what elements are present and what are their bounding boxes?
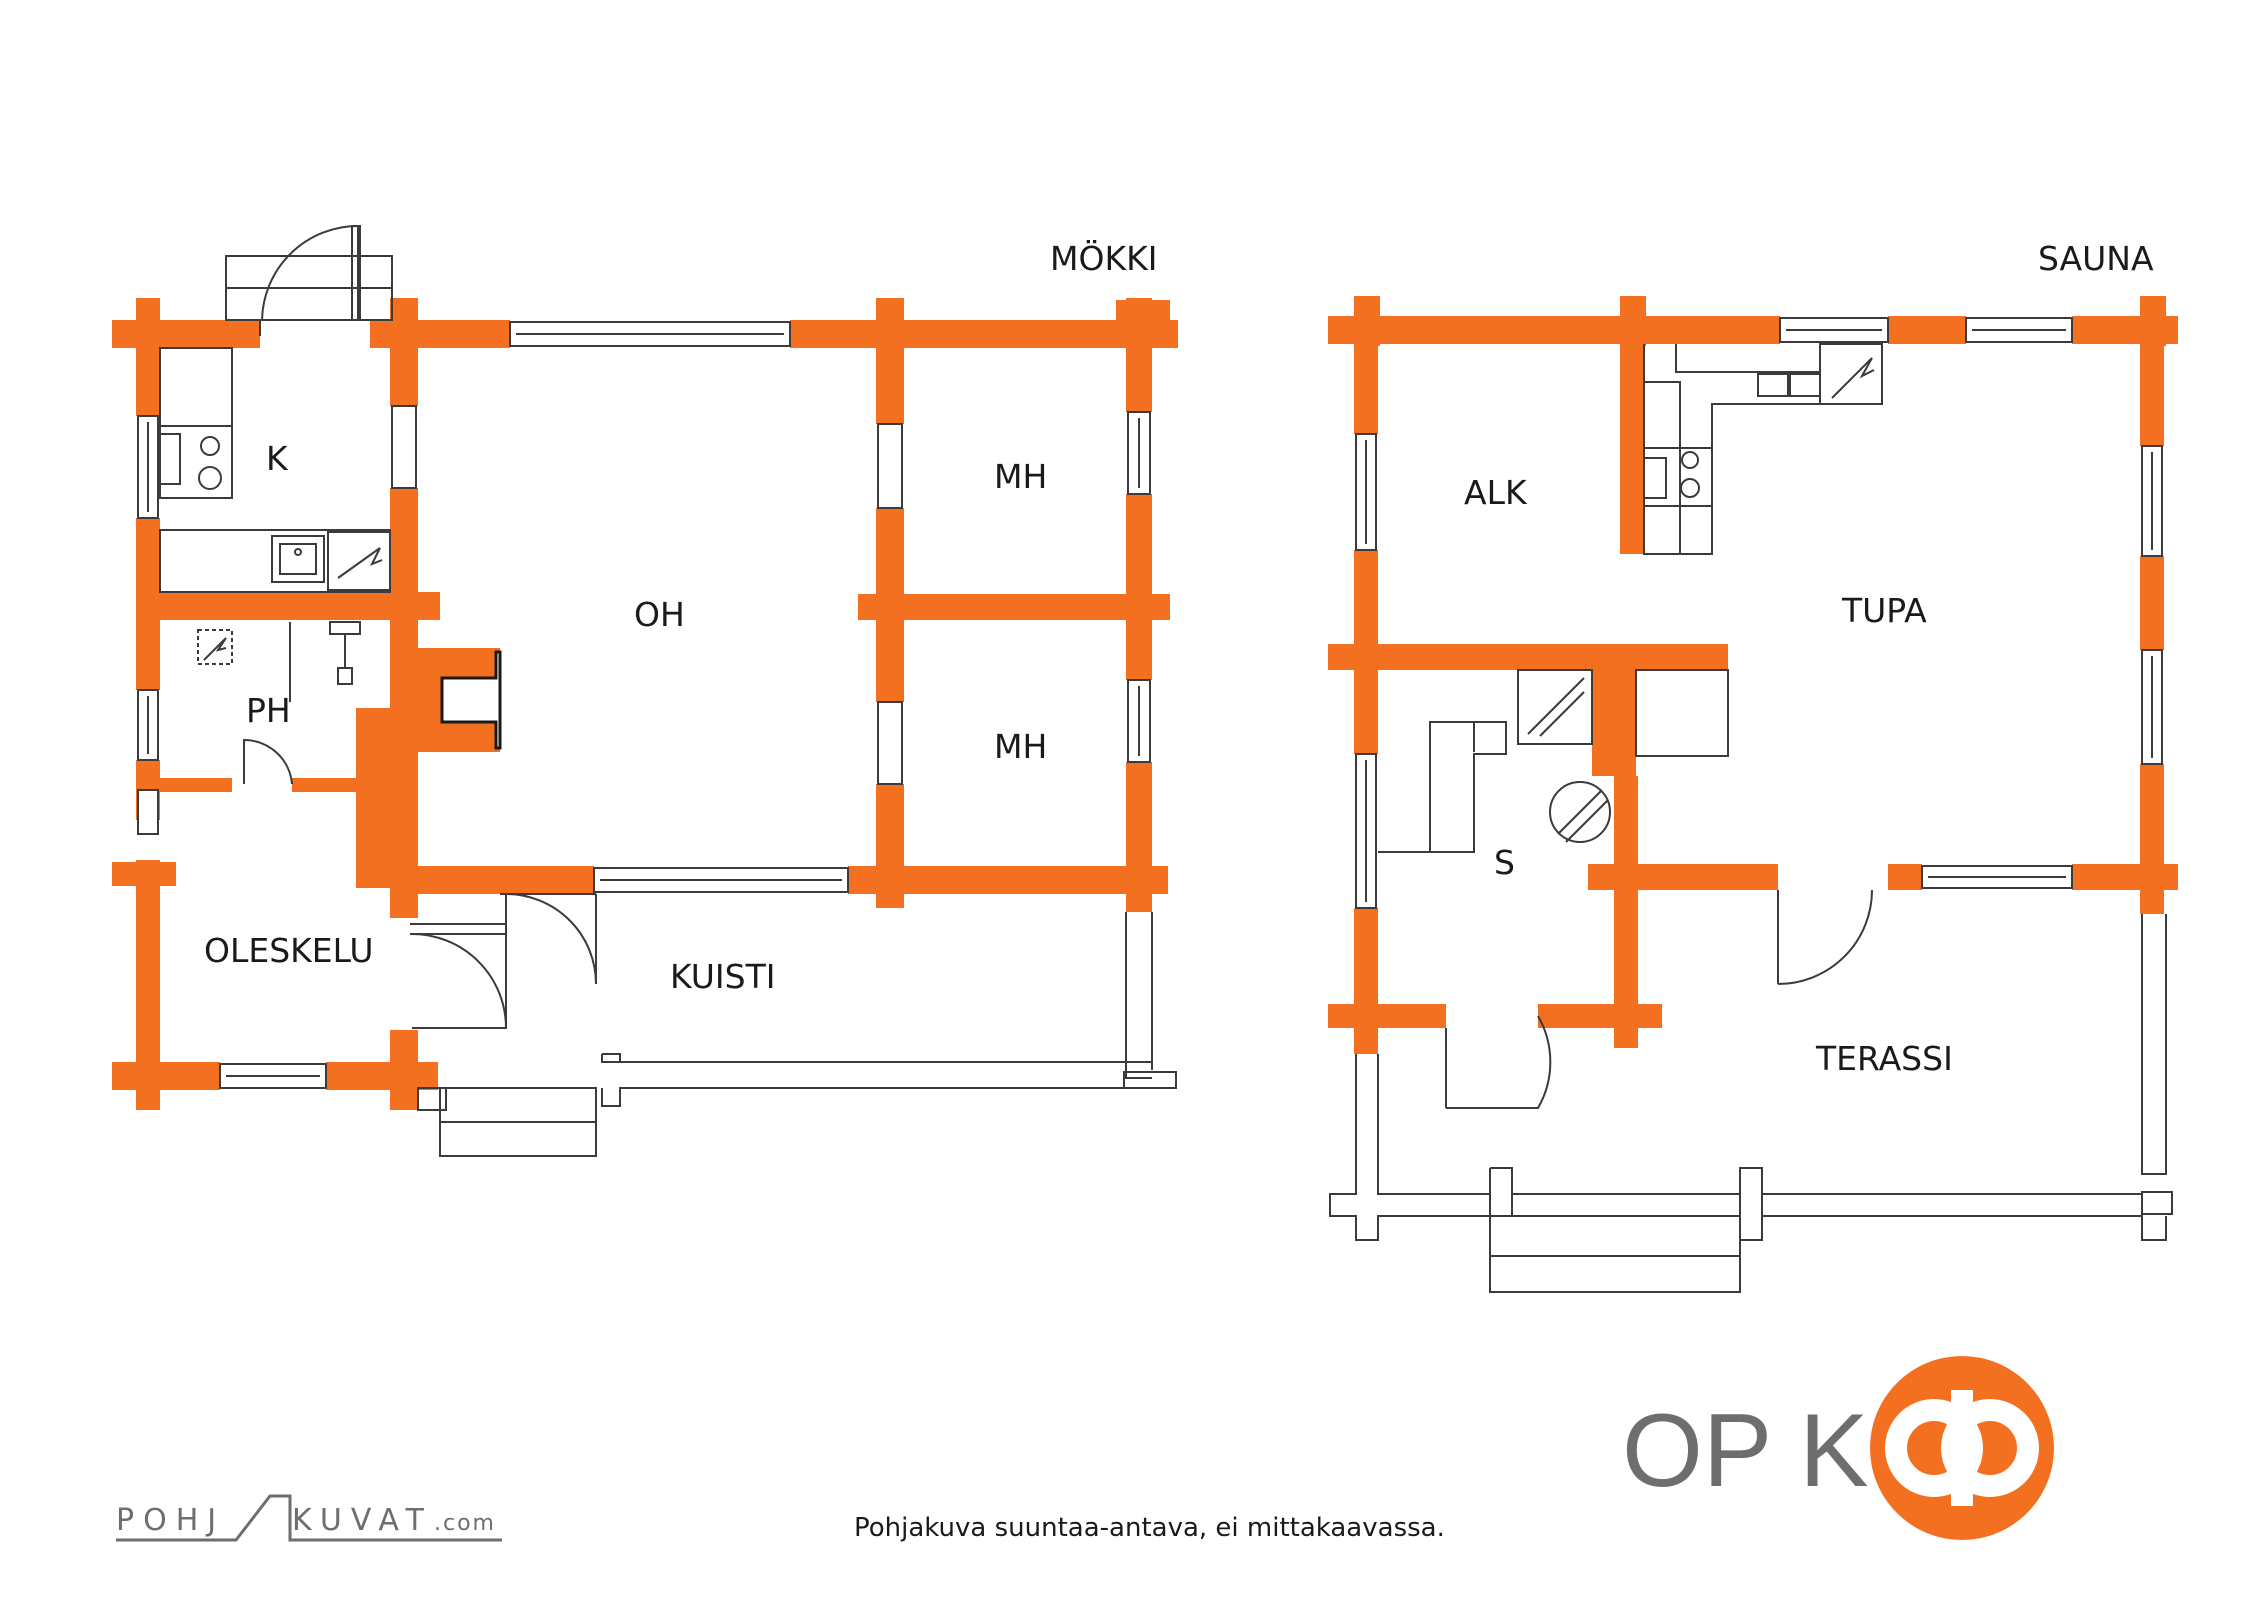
credit-suffix: .com (434, 1511, 496, 1536)
sauna-doors-outline (1329, 889, 2173, 1293)
pohjakuvat-credit: POHJ KUVAT .com (116, 1494, 502, 1542)
fireplace (440, 650, 502, 750)
room-tupa: TUPA (1841, 591, 1927, 630)
sauna-plan: SAUNA ALK TUPA S TERASSI (1328, 239, 2178, 1293)
mokki-doors-outline (410, 893, 1177, 1157)
mokki-walls (112, 298, 1178, 1110)
sauna-fixtures (1378, 669, 1729, 853)
top-entrance (225, 225, 393, 336)
mokki-plan: MÖKKI K PH OH MH MH OLESKELU KUISTI (112, 225, 1178, 1157)
mokki-windows (137, 321, 1151, 1089)
room-mh-lower: MH (994, 727, 1047, 766)
bathroom-fixtures (197, 621, 361, 785)
room-s: S (1494, 843, 1515, 882)
sauna-title: SAUNA (2038, 239, 2154, 278)
disclaimer: Pohjakuva suuntaa-antava, ei mittakaavas… (854, 1513, 1445, 1543)
mokki-title: MÖKKI (1050, 238, 1157, 278)
op-logo-icon (1870, 1356, 2054, 1540)
kitchen-fixtures (159, 347, 391, 593)
room-kuisti: KUISTI (670, 957, 775, 996)
sauna-windows (1355, 317, 2163, 909)
room-k: K (266, 439, 289, 478)
room-alk: ALK (1464, 473, 1528, 512)
room-oh: OH (634, 595, 685, 634)
room-ph: PH (246, 691, 291, 730)
tupa-kitchen (1643, 343, 1883, 555)
room-oleskelu: OLESKELU (204, 931, 374, 970)
sauna-walls (1328, 296, 2178, 1054)
footer: POHJ KUVAT .com Pohjakuva suuntaa-antava… (116, 1356, 2054, 1543)
room-terassi: TERASSI (1815, 1039, 1953, 1078)
credit-right: KUVAT (292, 1503, 433, 1538)
room-mh-upper: MH (994, 457, 1047, 496)
credit-left: POHJ (116, 1503, 225, 1538)
